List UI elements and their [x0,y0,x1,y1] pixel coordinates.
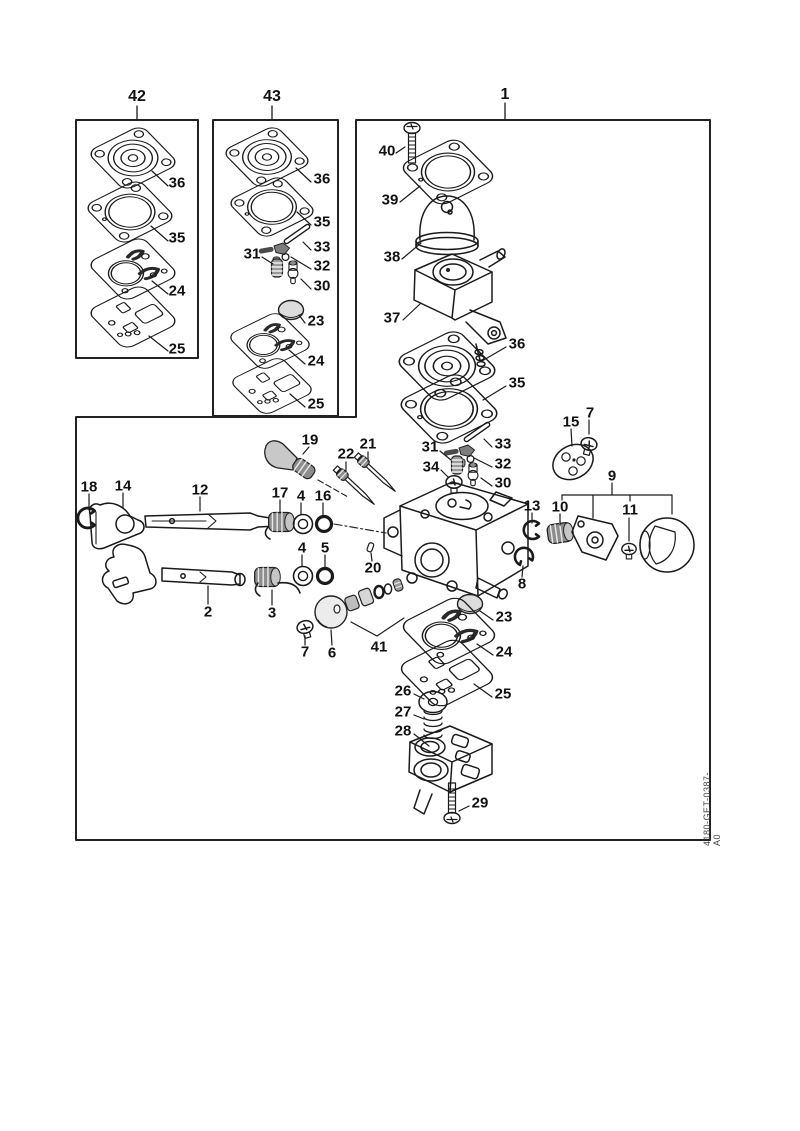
callout-21: 21 [359,435,377,453]
callout-40: 40 [378,142,396,160]
callout-29: 29 [471,794,489,812]
callout-15: 15 [562,413,580,431]
callout-35: 35 [168,229,186,247]
callout-39: 39 [381,191,399,209]
callout-24: 24 [307,352,325,370]
callout-36: 36 [313,170,331,188]
callout-24: 24 [168,282,186,300]
callout-4: 4 [297,539,307,557]
callout-7: 7 [300,643,310,661]
spring-27 [423,710,443,740]
callout-30: 30 [313,277,331,295]
group-label-ticks [136,102,506,120]
callout-10: 10 [551,498,569,516]
kit-43-parts [221,124,318,417]
callout-38: 38 [383,248,401,266]
group-label-1: 1 [500,86,510,103]
throttle-shaft-2 [101,543,246,605]
callout-2: 2 [203,603,213,621]
assembly-adjuster-parts [511,435,695,573]
callout-4: 4 [296,487,306,505]
callout-32: 32 [494,455,512,473]
callout-28: 28 [394,722,412,740]
group-label-42: 42 [128,88,146,105]
adjust-knob-19 [264,440,316,480]
callout-20: 20 [364,559,382,577]
callout-31: 31 [243,245,261,263]
callout-8: 8 [517,575,527,593]
assembly-pump-parts [393,121,507,448]
kit-41-bracket [350,617,405,637]
callout-23: 23 [307,312,325,330]
callout-26: 26 [394,682,412,700]
carburetor-body [383,481,529,600]
callout-25: 25 [168,340,186,358]
callout-12: 12 [191,481,209,499]
callout-30: 30 [494,474,512,492]
callout-25: 25 [494,685,512,703]
callout-35: 35 [508,374,526,392]
callout-6: 6 [327,644,337,662]
controls-parts [76,440,404,641]
callout-13: 13 [523,497,541,515]
callout-19: 19 [301,431,319,449]
callout-7: 7 [585,404,595,422]
carburetor-body-parts [317,451,529,600]
repair-kit-41 [344,578,404,612]
callout-14: 14 [114,477,132,495]
callout-17: 17 [271,484,289,502]
callout-33: 33 [494,435,512,453]
callout-31: 31 [421,438,439,456]
callout-23: 23 [495,608,513,626]
leader-lines [88,146,673,812]
bracket-9 [571,515,619,561]
callout-24: 24 [495,643,513,661]
callout-3: 3 [267,604,277,622]
callout-32: 32 [313,257,331,275]
pump-body-37 [413,248,507,368]
callout-27: 27 [394,703,412,721]
document-code: 4180-GET-0387-A0 [702,771,722,846]
knob [639,517,695,573]
assembly-bottom-parts [396,595,499,825]
choke-lever-14 [88,502,145,550]
callout-5: 5 [320,539,330,557]
callout-41: 41 [370,638,388,656]
callout-34: 34 [422,458,440,476]
kit-42-box [75,119,199,359]
group-label-43: 43 [263,88,281,105]
callout-37: 37 [383,309,401,327]
choke-shaft-12 [144,512,277,531]
callout-16: 16 [314,487,332,505]
callout-18: 18 [80,478,98,496]
callout-11: 11 [622,501,638,519]
callout-25: 25 [307,395,325,413]
callout-35: 35 [313,213,331,231]
callout-36: 36 [168,174,186,192]
callout-33: 33 [313,238,331,256]
end-cover-28 [408,725,493,815]
callout-22: 22 [337,445,355,463]
disc-6 [314,595,348,629]
assembly-1-box [75,119,711,841]
callout-9: 9 [607,467,617,485]
callout-36: 36 [508,335,526,353]
